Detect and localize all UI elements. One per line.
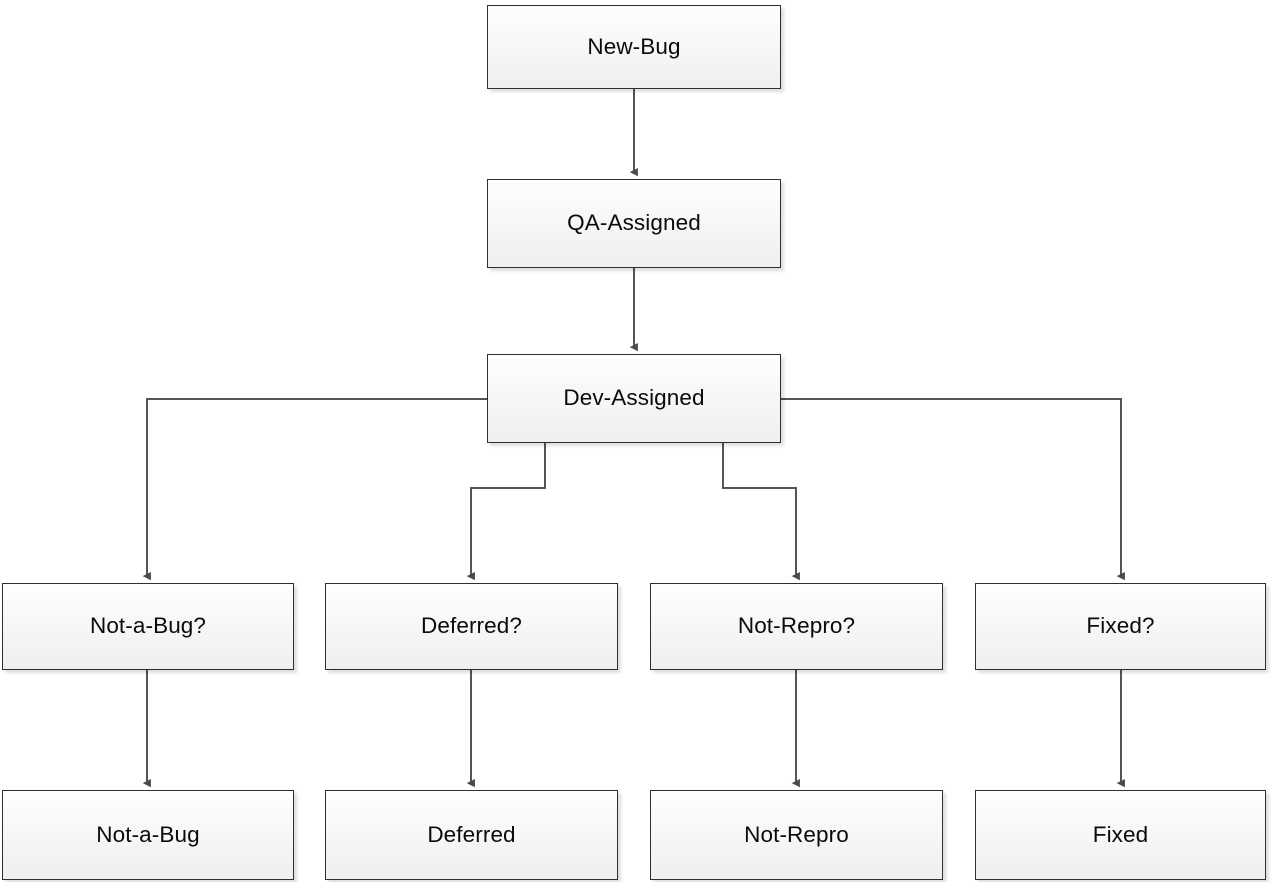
node-fixed-q[interactable]: Fixed? — [975, 583, 1266, 670]
node-dev-assigned[interactable]: Dev-Assigned — [487, 354, 781, 443]
node-fixed[interactable]: Fixed — [975, 790, 1266, 880]
edge-dev-assigned-to-not-repro-q — [722, 443, 800, 581]
node-not-a-bug[interactable]: Not-a-Bug — [2, 790, 294, 880]
node-label-not-a-bug-q: Not-a-Bug? — [89, 613, 207, 639]
node-label-qa-assigned: QA-Assigned — [567, 210, 701, 236]
node-label-fixed-q: Fixed? — [1086, 613, 1155, 639]
node-new-bug[interactable]: New-Bug — [487, 5, 781, 89]
node-label-not-repro: Not-Repro — [744, 821, 849, 847]
node-not-repro[interactable]: Not-Repro — [650, 790, 943, 880]
edge-dev-assigned-to-fixed-q — [781, 398, 1125, 581]
node-qa-assigned[interactable]: QA-Assigned — [487, 179, 781, 268]
node-label-fixed: Fixed — [1092, 821, 1149, 847]
edge-dev-assigned-to-deferred-q — [466, 443, 546, 581]
node-label-not-repro-q: Not-Repro? — [737, 613, 856, 639]
node-not-a-bug-q[interactable]: Not-a-Bug? — [2, 583, 294, 670]
node-label-dev-assigned: Dev-Assigned — [563, 385, 705, 411]
edge-dev-assigned-to-not-a-bug-q — [142, 398, 487, 581]
node-label-deferred: Deferred — [427, 821, 516, 847]
node-deferred[interactable]: Deferred — [325, 790, 618, 880]
node-label-not-a-bug: Not-a-Bug — [96, 821, 200, 847]
node-label-new-bug: New-Bug — [587, 33, 681, 59]
node-deferred-q[interactable]: Deferred? — [325, 583, 618, 670]
node-label-deferred-q: Deferred? — [421, 613, 522, 639]
node-not-repro-q[interactable]: Not-Repro? — [650, 583, 943, 670]
